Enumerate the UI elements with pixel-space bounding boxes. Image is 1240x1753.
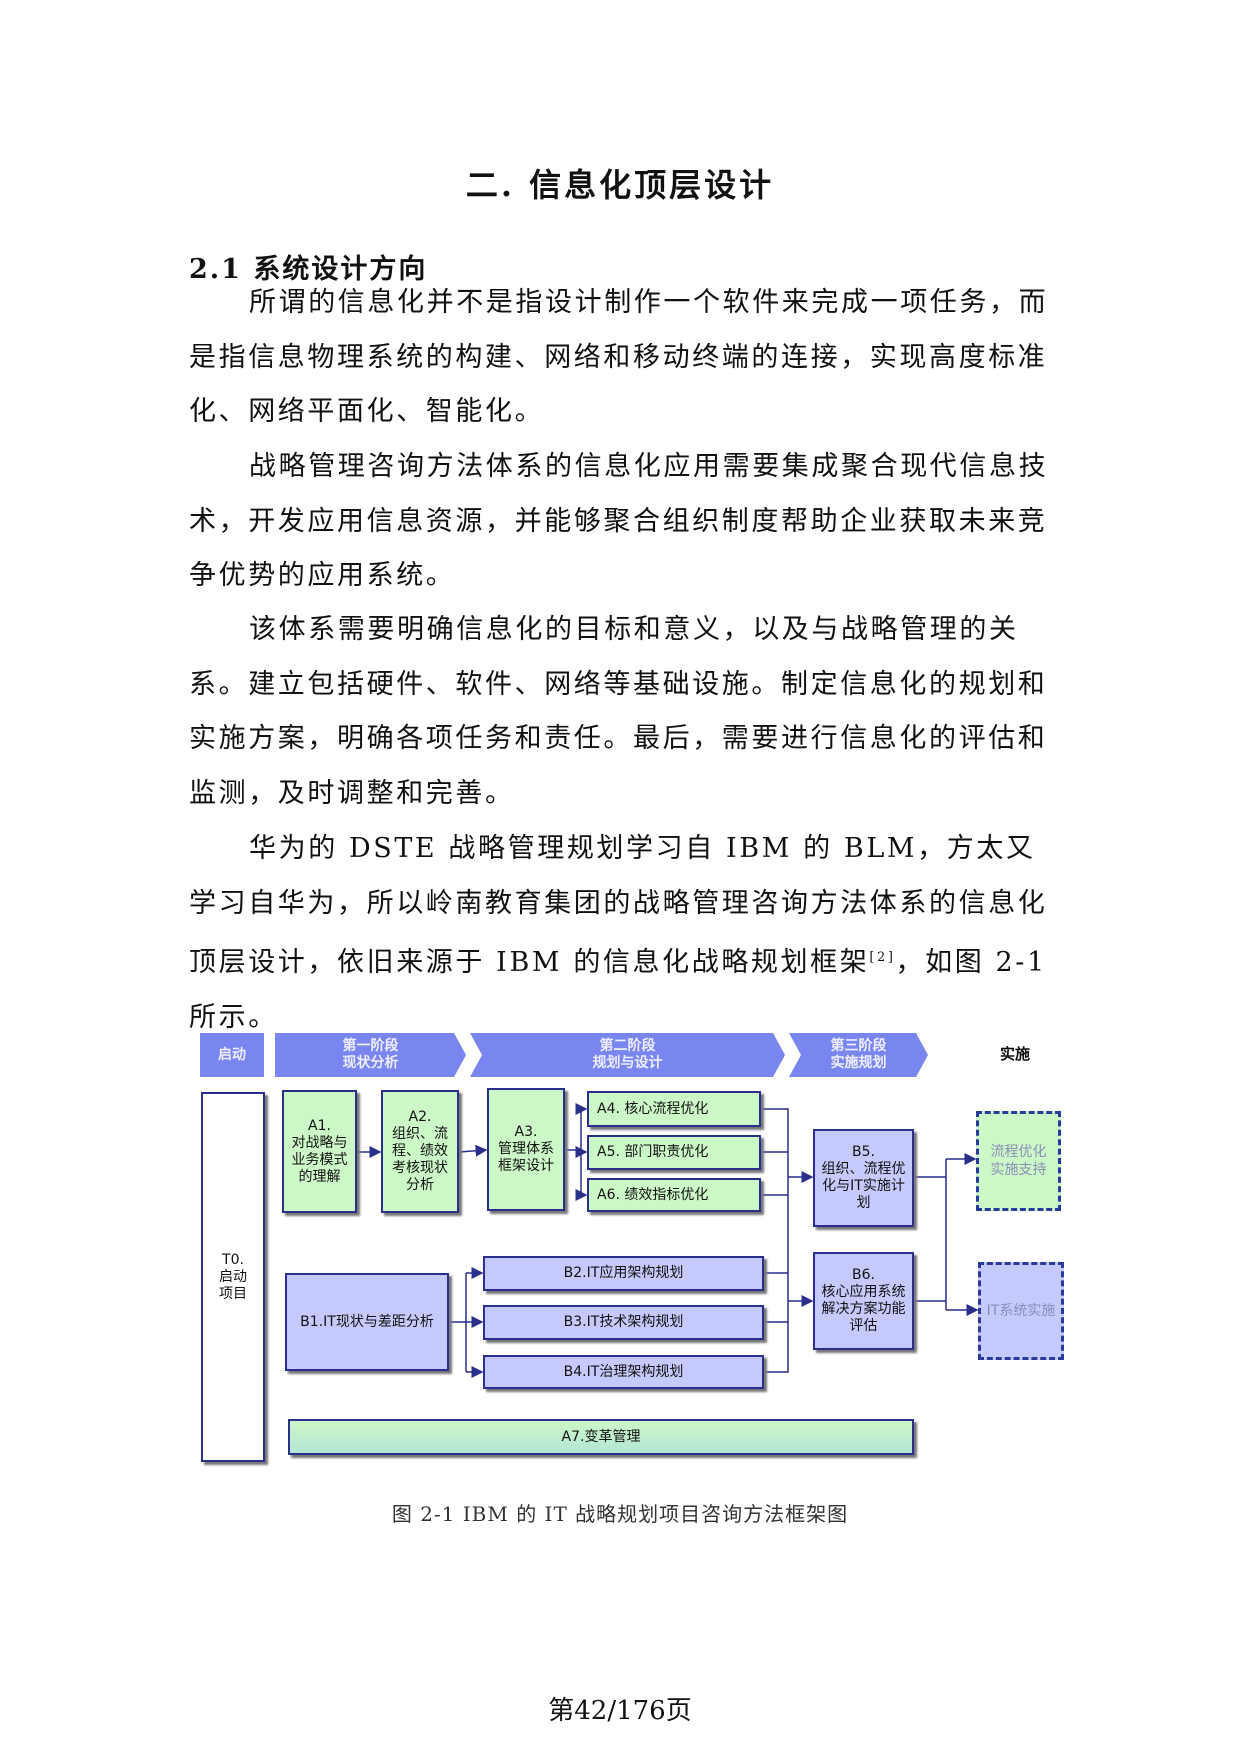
box-it-implementation: IT系统实施 <box>978 1262 1064 1360</box>
paragraph-3: 该体系需要明确信息化的目标和意义，以及与战略管理的关系。建立包括硬件、软件、网络… <box>189 614 1048 809</box>
box-a6: A6. 绩效指标优化 <box>587 1178 761 1212</box>
box-process-support: 流程优化实施支持 <box>976 1111 1061 1211</box>
implementation-label: 实施 <box>999 1045 1030 1063</box>
box-a2: A2.组织、流程、绩效考核现状分析 <box>381 1090 459 1213</box>
box-a4: A4. 核心流程优化 <box>587 1091 761 1127</box>
box-a7: A7.变革管理 <box>288 1419 914 1455</box>
paragraph-1: 所谓的信息化并不是指设计制作一个软件来完成一项任务，而是指信息物理系统的构建、网… <box>189 287 1049 428</box>
page-number: 第42/176页 <box>548 1696 692 1726</box>
stage-3-header: 第三阶段实施规划 <box>789 1033 928 1077</box>
box-b2: B2.IT应用架构规划 <box>483 1256 764 1291</box>
paragraph-4-text: 华为的 DSTE 战略管理规划学习自 IBM 的 BLM，方太又学习自华为，所以… <box>189 833 1048 979</box>
stage-start-header: 启动 <box>200 1033 264 1077</box>
paragraph-4-tail: ，如图 2-1 所示。 <box>189 947 1047 1033</box>
box-b1: B1.IT现状与差距分析 <box>285 1273 449 1371</box>
box-a5: A5. 部门职责优化 <box>587 1135 761 1170</box>
figure-caption: 图 2-1 IBM 的 IT 战略规划项目咨询方法框架图 <box>391 1502 849 1526</box>
box-b5: B5.组织、流程优化与IT实施计划 <box>813 1129 914 1227</box>
paragraph-2: 战略管理咨询方法体系的信息化应用需要集成聚合现代信息技术，开发应用信息资源，并能… <box>189 451 1049 592</box>
stage-1-header: 第一阶段现状分析 <box>275 1033 466 1077</box>
box-b4: B4.IT治理架构规划 <box>483 1355 764 1389</box>
subsection-heading: 2.1 系统设计方向 <box>189 254 428 285</box>
stage-2-header: 第二阶段规划与设计 <box>470 1033 785 1077</box>
paragraph-4: 华为的 DSTE 战略管理规划学习自 IBM 的 BLM，方太又学习自华为，所以… <box>189 822 1059 1045</box>
section-title: 二. 信息化顶层设计 <box>465 166 775 204</box>
box-a3: A3.管理体系框架设计 <box>487 1088 565 1211</box>
box-t0-start-project: T0.启动项目 <box>201 1092 265 1462</box>
box-b3: B3.IT技术架构规划 <box>483 1305 764 1340</box>
citation-ref: [2] <box>869 950 896 966</box>
box-b6: B6.核心应用系统解决方案功能评估 <box>813 1252 914 1350</box>
box-a1: A1.对战略与业务模式的理解 <box>282 1090 357 1213</box>
